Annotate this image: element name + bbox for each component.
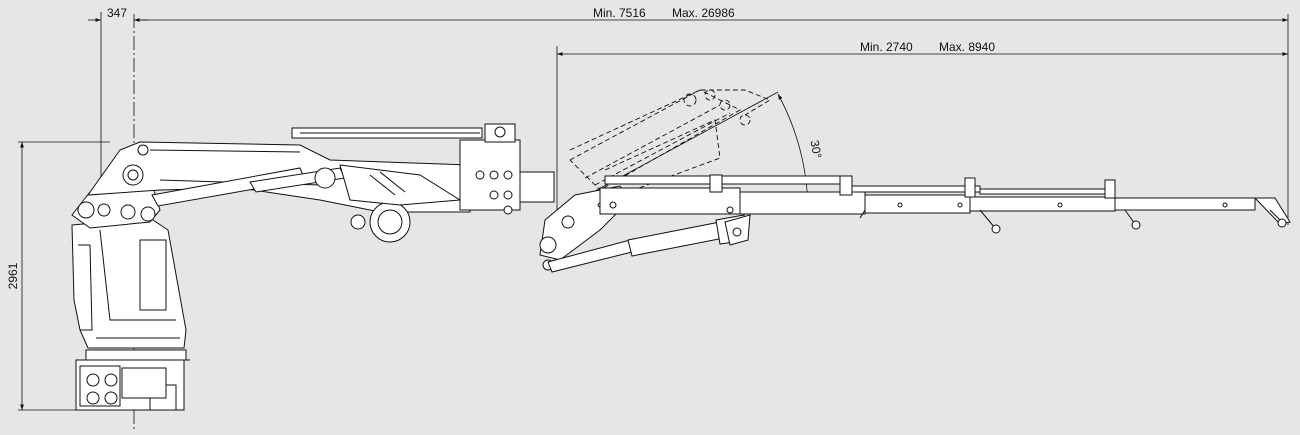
height-dimension-label: 2961 <box>6 262 20 289</box>
angle-label: 30° <box>807 139 824 160</box>
jib-horizontal <box>539 174 1291 273</box>
jib-reach-min-label: Min. 2740 <box>860 40 913 54</box>
main-boom <box>86 123 555 243</box>
offset-dimension-label: 347 <box>107 6 127 20</box>
total-reach-max-label: Max. 26986 <box>672 6 735 20</box>
crane-column <box>71 179 190 411</box>
total-reach-min-label: Min. 7516 <box>593 6 646 20</box>
jib-reach-max-label: Max. 8940 <box>939 40 995 54</box>
